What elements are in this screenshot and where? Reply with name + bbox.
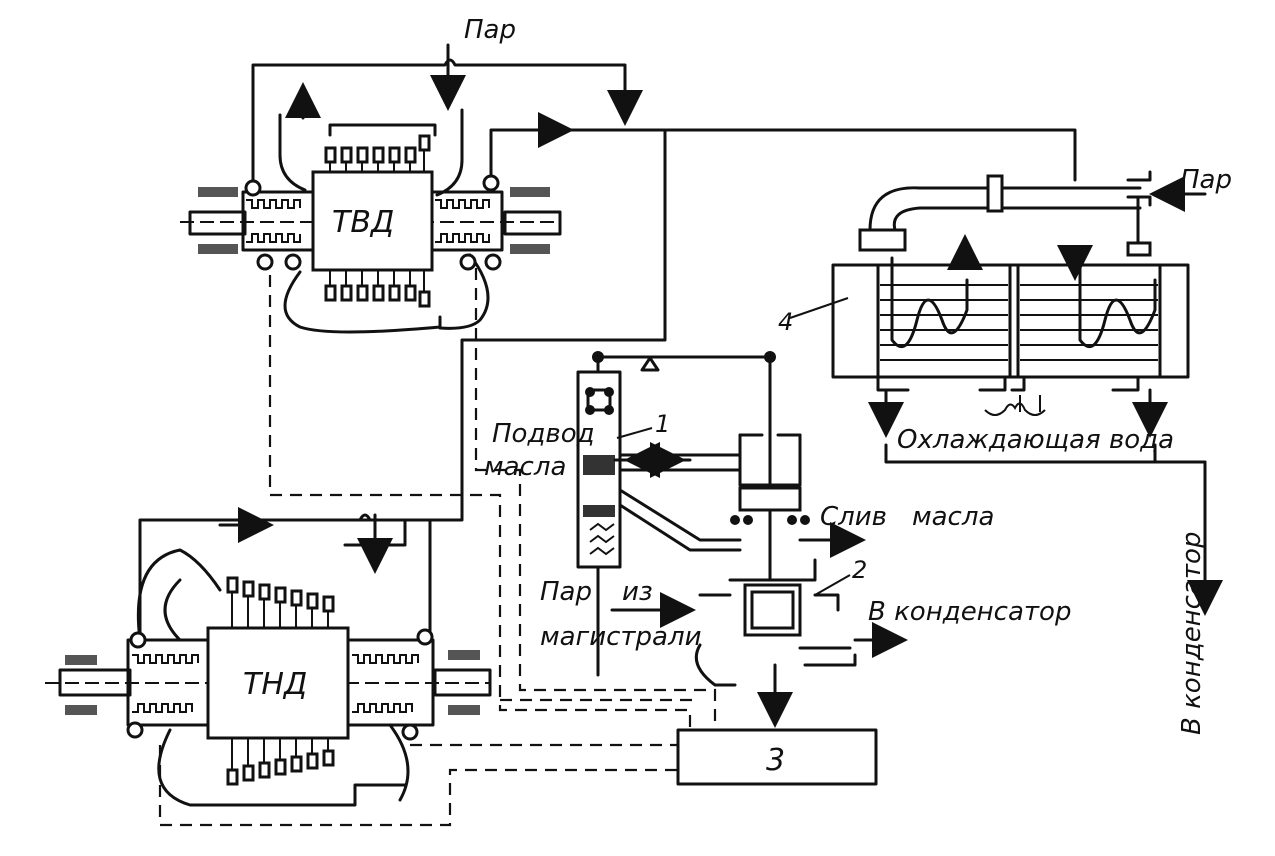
lp-turbine-label: ТНД	[243, 667, 307, 702]
to-condenser-label: В конденсатор	[868, 597, 1071, 627]
steam-from-label-2: из	[622, 577, 653, 607]
block-3: 3	[676, 728, 878, 786]
oil-supply-label-2: масла	[484, 452, 566, 482]
steam-top-label: Пар	[464, 15, 516, 45]
label-4: 4	[778, 308, 793, 336]
oil-supply-label-1: Подвод	[492, 419, 595, 449]
hp-steam-piping: Пар	[138, 15, 1077, 642]
steam-right-label: Пар	[1180, 165, 1232, 195]
label-1: 1	[655, 410, 670, 438]
bearing-hatch-right	[510, 187, 550, 254]
lp-turbine: ТНД	[45, 507, 492, 807]
valve-2: 2	[610, 556, 908, 728]
label-3: 3	[766, 743, 785, 778]
hp-blades	[324, 134, 431, 308]
oil-drain-label-2: масла	[912, 502, 994, 532]
lp-blades	[226, 576, 335, 786]
heat-exchanger-4: 4 Пар	[778, 165, 1232, 616]
bearing-hatch-left	[198, 187, 238, 254]
hp-turbine: ТВД	[180, 82, 562, 334]
cooling-water-label: Охлаждающая вода	[897, 425, 1174, 455]
servo-motor	[618, 361, 866, 582]
steam-from-label-3: магистрали	[540, 622, 702, 652]
hp-turbine-label: ТВД	[332, 205, 394, 240]
to-condenser-vertical-label: В конденсатор	[1177, 532, 1207, 735]
regulator-1: 1	[576, 351, 776, 677]
label-2: 2	[852, 556, 867, 584]
dashed-signal-lines	[158, 268, 717, 827]
oil-drain-label-1: Слив	[820, 502, 887, 532]
steam-from-label-1: Пар	[540, 577, 592, 607]
